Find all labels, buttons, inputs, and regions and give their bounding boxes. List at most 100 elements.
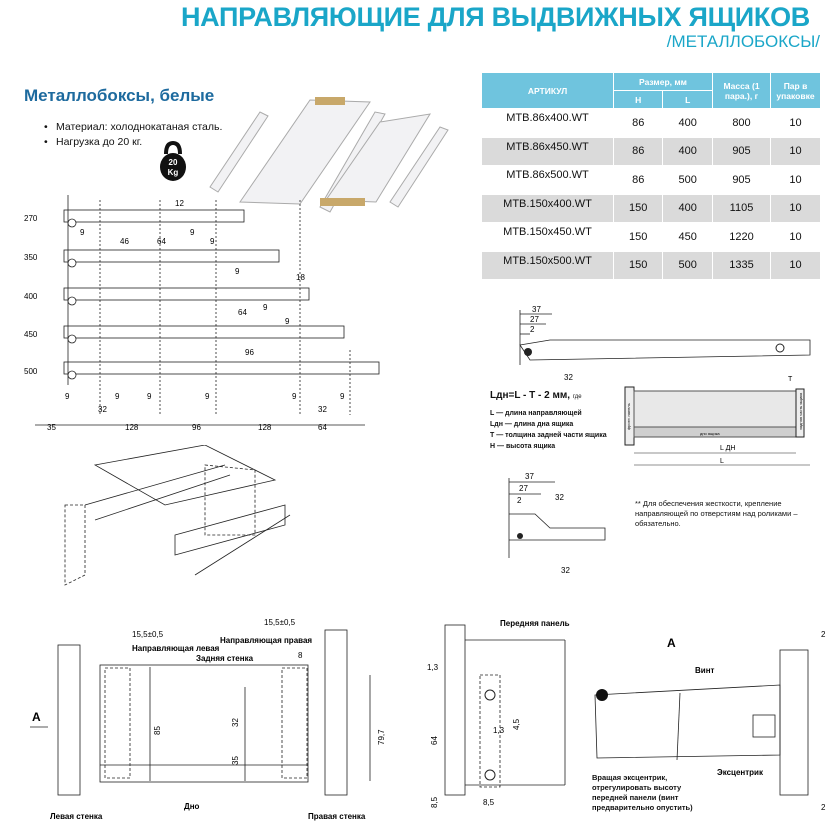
- dim-label: 37: [532, 305, 541, 314]
- cell-article: MTB.86x450.WT: [481, 136, 614, 166]
- view-a-marker: A: [32, 710, 41, 724]
- dim-label: 64: [238, 308, 247, 317]
- page-title: НАПРАВЛЯЮЩИЕ ДЛЯ ВЫДВИЖНЫХ ЯЩИКОВ: [180, 2, 810, 32]
- dim-label: 9: [147, 392, 152, 401]
- dim-label: 12: [175, 199, 184, 208]
- dim-label: 32: [98, 405, 107, 414]
- dim-label: 27: [530, 315, 539, 324]
- cell-pairs: 10: [770, 136, 821, 166]
- dim-label: 2: [517, 496, 522, 505]
- dim-label: 1,3: [493, 726, 505, 735]
- dim-label: 64: [430, 736, 439, 745]
- right-wall-label: Правая стенка: [308, 812, 366, 821]
- mounting-note: ** Для обеспечения жесткости, крепление …: [635, 499, 798, 528]
- dim-label: 64: [157, 237, 166, 246]
- dim-label: 1,3: [427, 663, 439, 672]
- front-panel-drawing: Передняя панель 1,3 1,3 4,5 64 8,5 8,5: [427, 619, 570, 808]
- l-label: L: [720, 458, 724, 465]
- cell-l: 400: [662, 193, 713, 223]
- dim-label: 35: [47, 423, 56, 432]
- dim-label: 8,5: [483, 798, 495, 807]
- front-panel-label: Передняя панель: [500, 619, 570, 628]
- dim-label: 9: [210, 237, 215, 246]
- dim-label: 9: [263, 303, 268, 312]
- col-article: АРТИКУЛ: [481, 72, 614, 109]
- dim-label: 4,5: [512, 718, 521, 730]
- dim-label: 8: [298, 651, 303, 660]
- legend-item: L — длина направляющей: [490, 410, 582, 417]
- assembly-drawing: [64, 445, 291, 586]
- cell-article: MTB.150x500.WT: [481, 250, 614, 280]
- cell-mass: 905: [712, 136, 771, 166]
- dim-label: 2: [821, 630, 826, 639]
- legend-item: H — высота ящика: [490, 443, 556, 450]
- length-label: 270: [24, 214, 38, 223]
- cell-h: 86: [612, 108, 664, 138]
- dim-label: 9: [80, 228, 85, 237]
- legend-item: Lдн — длина дна ящика: [490, 421, 574, 428]
- box-schematic: фронт. панель дно ящика задняя часть ящи…: [624, 376, 810, 466]
- formula-legend: L — длина направляющей Lдн — длина дна я…: [490, 408, 607, 452]
- formula-text: Lдн=L - T - 2 мм,: [490, 390, 571, 401]
- dim-label: 32: [318, 405, 327, 414]
- dim-label: 128: [258, 423, 272, 432]
- cell-pairs: 10: [770, 165, 821, 195]
- dim-label: 9: [65, 392, 70, 401]
- cell-pairs: 10: [770, 250, 821, 280]
- cell-mass: 800: [712, 108, 771, 138]
- col-h: H: [612, 90, 664, 109]
- cell-h: 150: [612, 193, 664, 223]
- ldn-label: L ДН: [720, 445, 735, 452]
- dim-label: 9: [285, 317, 290, 326]
- cell-article: MTB.86x500.WT: [481, 165, 614, 195]
- page-subtitle: /МЕТАЛЛОБОКСЫ/: [666, 32, 820, 51]
- dim-label: 32: [555, 493, 564, 502]
- cell-article: MTB.86x400.WT: [481, 108, 614, 138]
- bottom-label: дно ящика: [700, 431, 720, 436]
- formula-where: где: [572, 394, 582, 400]
- cell-h: 150: [612, 222, 664, 252]
- legend-item: T — толщина задней части ящика: [490, 432, 607, 439]
- length-label: 450: [24, 330, 38, 339]
- cell-h: 86: [612, 136, 664, 166]
- feature-list: Материал: холоднокатаная сталь. Нагрузка…: [44, 120, 222, 150]
- dim-label: 64: [318, 423, 327, 432]
- cell-pairs: 10: [770, 193, 821, 223]
- dim-label: 15,5±0,5: [264, 618, 296, 627]
- dim-label: 9: [115, 392, 120, 401]
- dim-label: 9: [340, 392, 345, 401]
- dim-label: 27: [519, 484, 528, 493]
- dim-label: 96: [192, 423, 201, 432]
- cell-article: MTB.150x400.WT: [481, 193, 614, 223]
- left-wall-label: Левая стенка: [50, 812, 103, 821]
- dim-label: 32: [561, 566, 570, 575]
- view-a-drawing: A Винт Эксцентрик 2 2: [594, 630, 826, 812]
- cell-mass: 1335: [712, 250, 771, 280]
- dim-label: 9: [190, 228, 195, 237]
- cell-mass: 1105: [712, 193, 771, 223]
- cell-l: 450: [662, 222, 713, 252]
- feature-material: Материал: холоднокатаная сталь.: [44, 120, 222, 135]
- dim-label: 18: [296, 273, 305, 282]
- cell-mass: 905: [712, 165, 771, 195]
- col-size: Размер, мм: [613, 72, 713, 91]
- col-mass: Масса (1 пара.), г: [712, 72, 771, 109]
- dim-label: 46: [120, 237, 129, 246]
- cell-l: 400: [662, 108, 713, 138]
- bottom-label: Дно: [184, 802, 200, 811]
- cell-mass: 1220: [712, 222, 771, 252]
- dim-label: 32: [231, 718, 240, 727]
- rail-detail-drawing: 37 27 2 32: [519, 305, 811, 382]
- dim-label: 85: [153, 726, 162, 735]
- dim-label: 8,5: [430, 796, 439, 808]
- dim-label: 79,7: [377, 729, 386, 745]
- length-label: 350: [24, 253, 38, 262]
- dim-label: 32: [564, 373, 573, 382]
- rails-dimension-drawing: 270 350 400 450 500 12 9 46 64 9 9 9 18 …: [24, 195, 380, 432]
- length-label: 500: [24, 367, 38, 376]
